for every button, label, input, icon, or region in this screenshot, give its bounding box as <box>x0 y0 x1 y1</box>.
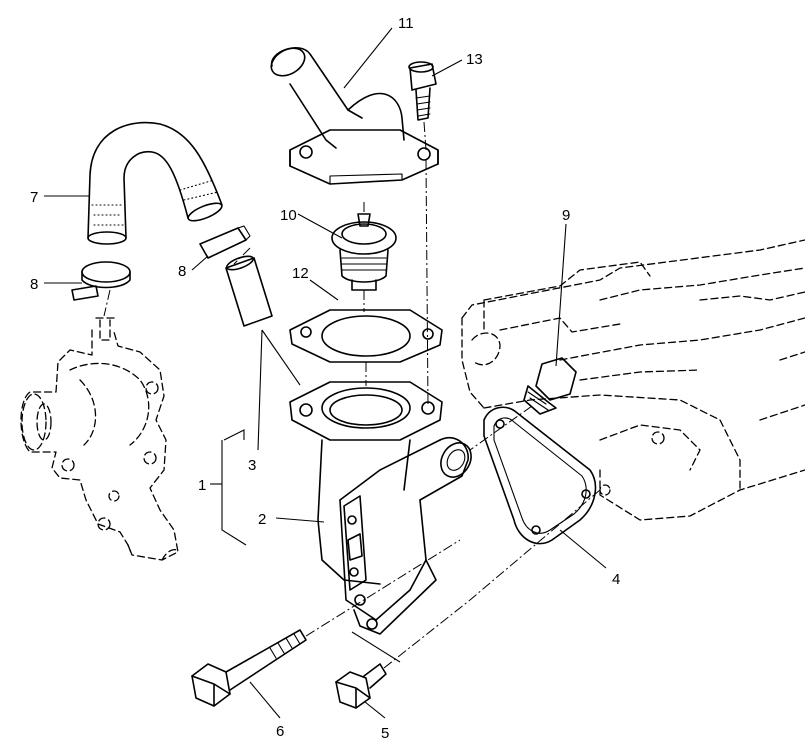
callout-4: 4 <box>612 571 620 588</box>
hose-fitting-3 <box>225 255 273 327</box>
callout-6: 6 <box>276 723 284 740</box>
assembly-center-lines <box>103 121 601 669</box>
callout-3: 3 <box>248 457 256 474</box>
thermostat-housing-2 <box>289 381 472 635</box>
thermostat-gasket-12 <box>289 309 443 363</box>
thermostat-10 <box>331 213 397 291</box>
callout-labels: 7 8 8 11 13 10 12 9 3 1 2 4 6 5 <box>30 15 620 742</box>
callout-8-left: 8 <box>30 276 38 293</box>
callout-2: 2 <box>258 511 266 528</box>
hose-clamp-8-right <box>199 225 251 259</box>
bolt-6 <box>191 629 307 707</box>
hose-clamp-8-left <box>71 261 131 301</box>
bypass-hose-7 <box>87 121 223 245</box>
callout-13: 13 <box>466 51 483 68</box>
callout-9: 9 <box>562 207 570 224</box>
temperature-sensor-9 <box>523 357 577 415</box>
callout-5: 5 <box>381 725 389 742</box>
thermostat-housing-cover-11 <box>270 46 439 185</box>
callout-leaders <box>44 27 607 719</box>
engine-block-outline <box>461 239 805 521</box>
bolt-5 <box>335 663 387 709</box>
bolt-13 <box>408 61 437 121</box>
callout-7: 7 <box>30 189 38 206</box>
callout-8-right: 8 <box>178 263 186 280</box>
callout-10: 10 <box>280 207 297 224</box>
callout-12: 12 <box>292 265 309 282</box>
callout-11: 11 <box>398 15 414 32</box>
water-pump-outline <box>20 317 179 561</box>
callout-1: 1 <box>198 477 206 494</box>
housing-gasket-4 <box>483 406 597 545</box>
